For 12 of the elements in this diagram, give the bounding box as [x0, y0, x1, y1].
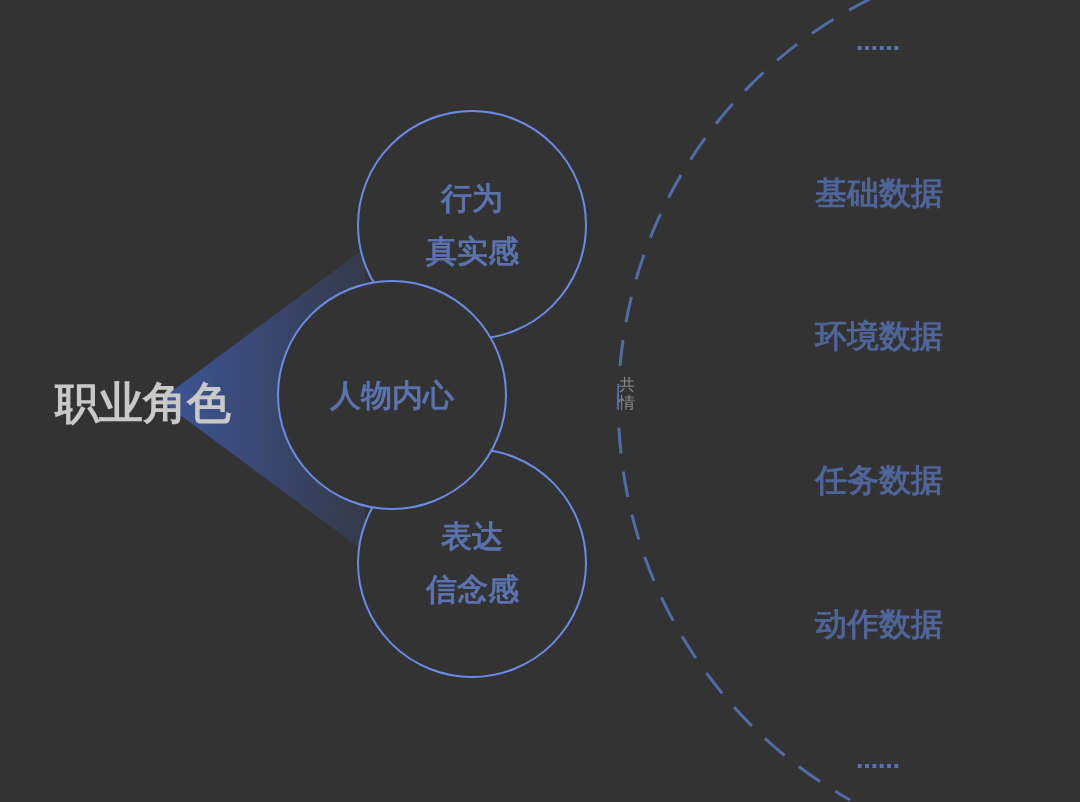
node-label: 信念感 [425, 570, 519, 609]
data-label: 动作数据 [815, 604, 943, 645]
vertical-label: 共情 [619, 376, 635, 412]
node-label: 真实感 [425, 232, 519, 271]
data-label: 任务数据 [815, 460, 943, 501]
data-label: 环境数据 [815, 316, 943, 357]
node-label: 人物内心 [330, 375, 454, 415]
node-label: 表达 [441, 517, 503, 557]
ellipsis: …… [856, 748, 900, 773]
ellipsis: …… [856, 30, 900, 55]
node-label: 行为 [441, 179, 503, 219]
data-label: 基础数据 [815, 173, 943, 214]
